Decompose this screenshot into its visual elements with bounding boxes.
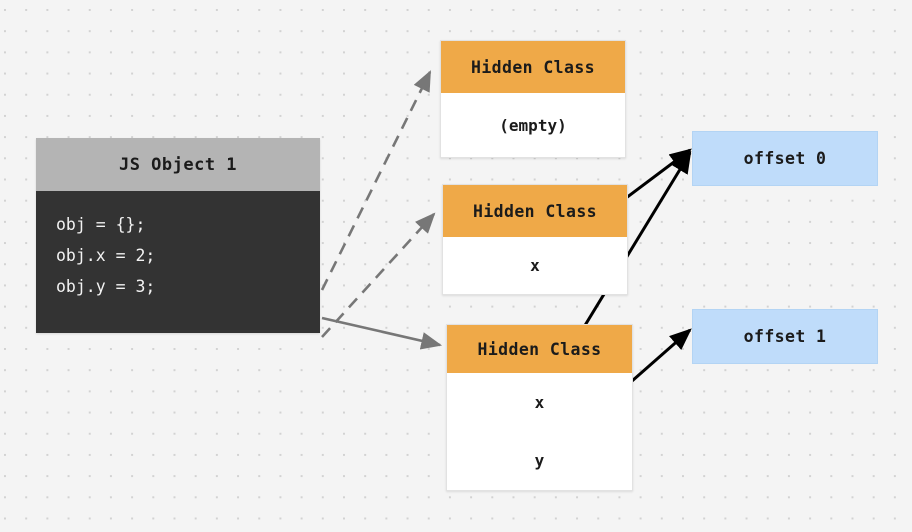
hidden-class-header: Hidden Class	[447, 325, 632, 373]
hidden-class-card-xy: Hidden Class x y	[446, 324, 633, 491]
hidden-class-field-row: y	[534, 451, 545, 471]
hidden-class-header: Hidden Class	[441, 41, 625, 93]
hidden-class-field-list: x y	[447, 373, 632, 490]
hidden-class-card-empty: Hidden Class (empty)	[440, 40, 626, 158]
hidden-class-header: Hidden Class	[443, 185, 627, 237]
code-line: obj.x = 2;	[56, 246, 156, 265]
hidden-class-field-row: (empty)	[499, 115, 567, 135]
hidden-class-card-x: Hidden Class x	[442, 184, 628, 295]
edge-object-to-hidden-class-empty	[320, 70, 432, 291]
edge-object-to-hidden-class-xy	[321, 316, 443, 350]
hidden-class-field-row: x	[530, 256, 540, 275]
hidden-class-field-list: (empty)	[441, 93, 625, 157]
edge-object-to-hidden-class-x	[321, 212, 436, 338]
hidden-class-field-row: x	[534, 392, 545, 412]
hidden-class-field-list: x	[443, 237, 627, 294]
js-object-title: JS Object 1	[36, 138, 320, 191]
offset-box-1: offset 1	[692, 309, 878, 364]
code-line: obj.y = 3;	[56, 277, 156, 296]
code-line: obj = {};	[56, 215, 146, 234]
js-object-code: obj = {}; obj.x = 2; obj.y = 3;	[36, 191, 320, 333]
js-object-card: JS Object 1 obj = {}; obj.x = 2; obj.y =…	[36, 138, 320, 333]
offset-box-0: offset 0	[692, 131, 878, 186]
